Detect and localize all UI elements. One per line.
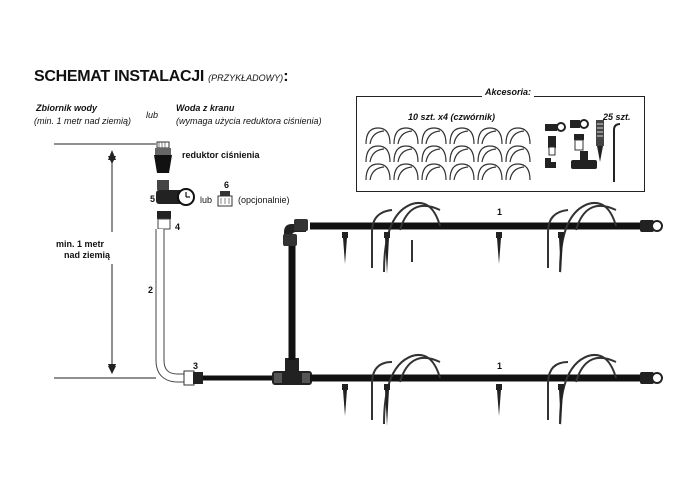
height-label-line1: min. 1 metr (56, 239, 105, 249)
part-number-1-top: 1 (497, 207, 503, 217)
tank-note: (min. 1 metr nad ziemią) (34, 116, 132, 126)
optional-label: (opcjonalnie) (238, 195, 290, 205)
accessories-arc-stakes (365, 127, 531, 181)
connector-4-icon (157, 211, 171, 230)
arc-stake-icon (421, 145, 447, 163)
dripper-stake-icon (596, 120, 604, 162)
tap-note: (wymaga użycia reduktora ciśnienia) (176, 116, 322, 126)
arc-stake-icon (505, 127, 531, 145)
connector-3-icon (183, 370, 203, 386)
dripper-stake-icon (613, 123, 621, 182)
part-number-6: 6 (224, 180, 230, 190)
accessories-stakes-label: 10 szt. x4 (czwórnik) (408, 112, 496, 122)
arc-stake-icon (393, 163, 419, 181)
arc-stake-icon (477, 127, 503, 145)
arc-stake-icon (371, 202, 441, 273)
arc-stake-icon (505, 163, 531, 181)
arc-stake-icon (477, 163, 503, 181)
part-number-1-bottom: 1 (497, 361, 503, 371)
tank-title: Zbiornik wody (36, 103, 98, 113)
elbow-connector-icon (545, 158, 556, 168)
part-number-2: 2 (148, 285, 154, 295)
accessories-connectors (545, 119, 621, 182)
arc-stake-icon (449, 127, 475, 145)
arc-stake-icon (365, 127, 391, 145)
tee-connector-icon (272, 358, 312, 385)
timer-icon (156, 180, 195, 206)
arc-stake-icon (393, 127, 419, 145)
arc-stake-icon (449, 145, 475, 163)
arc-stake-icon (421, 163, 447, 181)
pressure-reducer-icon (154, 148, 172, 173)
supply-tube (156, 229, 186, 382)
tap-connector-icon (156, 141, 170, 149)
arc-stake-icon (393, 145, 419, 163)
arc-stake-icon (371, 354, 441, 425)
end-cap-icon (640, 372, 663, 384)
arc-stake-icon (421, 127, 447, 145)
connector-3-icon (548, 136, 556, 156)
reducer-label: reduktor ciśnienia (182, 150, 260, 160)
height-arrowhead-top (108, 150, 116, 160)
source-or-label: lub (146, 110, 159, 120)
part-number-3: 3 (193, 361, 199, 371)
filter-icon (217, 191, 233, 207)
tap-title: Woda z kranu (176, 103, 235, 113)
arc-stake-icon (449, 163, 475, 181)
end-cap-icon (640, 220, 663, 232)
title-subtitle: (PRZYKŁADOWY) (208, 73, 284, 83)
part-or-label: lub (200, 195, 213, 205)
end-cap-icon (570, 119, 589, 129)
height-label-line2: nad ziemią (64, 250, 111, 260)
title-main: SCHEMAT INSTALACJI (34, 68, 205, 85)
dripper-stake-icon (342, 232, 564, 426)
height-arrowhead-bottom (108, 364, 116, 374)
accessories-drippers-label: 25 szt. (603, 112, 631, 122)
arc-stake-icon (365, 145, 391, 163)
part-number-5: 5 (150, 194, 156, 204)
arc-stake-icon (477, 145, 503, 163)
tee-connector-icon (571, 151, 597, 169)
title-colon: : (283, 68, 289, 85)
arc-stake-icon (365, 163, 391, 181)
supply-tube-outline (155, 229, 186, 383)
arc-stake-icon (505, 145, 531, 163)
accessories-title: Akcesoria: (482, 87, 535, 97)
end-cap-icon (545, 122, 566, 132)
filter-icon (574, 134, 584, 151)
part-number-4: 4 (175, 222, 181, 232)
elbow-connector-icon (283, 219, 308, 246)
page-title: SCHEMAT INSTALACJI (PRZYKŁADOWY): (34, 68, 289, 86)
